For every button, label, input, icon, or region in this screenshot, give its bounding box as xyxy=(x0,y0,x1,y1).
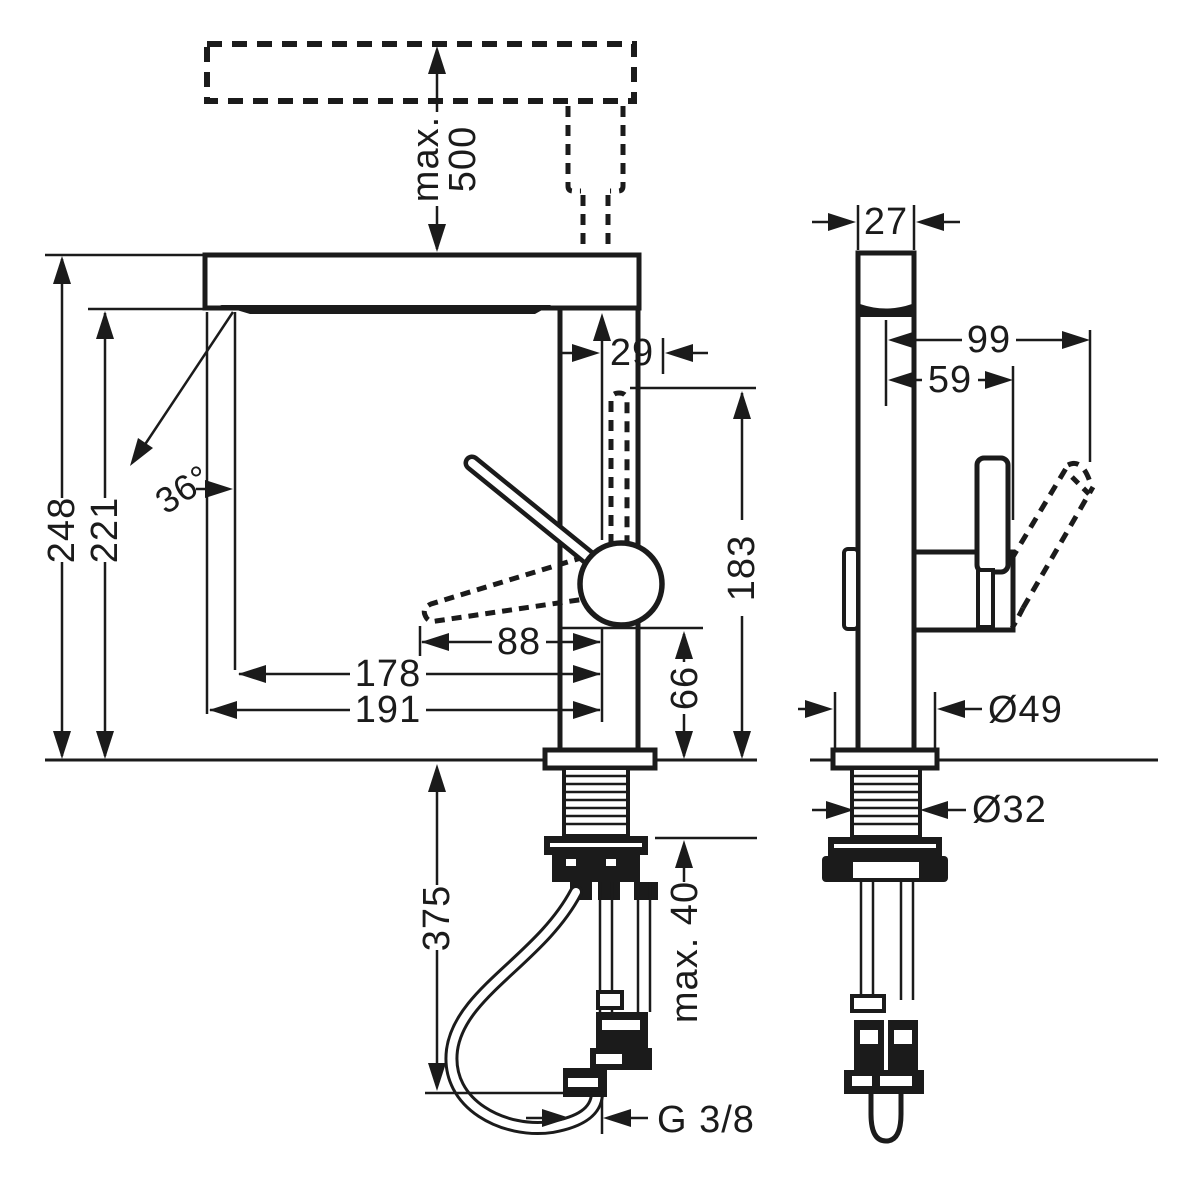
side-view: 27 99 59 Ø49 xyxy=(798,201,1158,1144)
aerator-reach-label: 178 xyxy=(355,653,421,695)
hose-clip xyxy=(596,990,624,1010)
handle-lever xyxy=(463,454,603,571)
faucet-body xyxy=(557,305,641,753)
handle-height-label: 183 xyxy=(721,535,763,601)
dim-reach-group: 88 178 191 xyxy=(205,312,601,731)
faucet-spout xyxy=(202,252,642,314)
reach-front-label: 59 xyxy=(928,359,972,401)
thread-label: G 3/8 xyxy=(657,1099,755,1141)
dim-total-height: 248 xyxy=(41,253,203,759)
dim-counter-thickness: max. 40 xyxy=(655,836,757,1023)
dim-max-pullout: max. 500 xyxy=(405,46,484,252)
side-handle-dashed xyxy=(1008,460,1096,630)
mounting-hardware-front xyxy=(542,747,658,900)
shank-diameter-label: Ø32 xyxy=(972,789,1047,831)
side-handle xyxy=(911,455,1016,633)
spout-handle-offset-label: 29 xyxy=(610,332,654,374)
front-view: max. 500 xyxy=(41,41,763,1141)
total-height-label: 248 xyxy=(41,497,83,563)
side-clip xyxy=(842,547,860,631)
max-pullout-label: max. xyxy=(405,116,447,202)
hose-length-label: 375 xyxy=(416,885,458,951)
dim-reach-back: 99 xyxy=(884,319,1092,462)
dim-spout-height: 221 xyxy=(84,307,240,759)
handle-reach-label: 88 xyxy=(497,621,541,663)
dim-aerator-height: 66 xyxy=(560,626,706,759)
dim-reach-front: 59 xyxy=(888,359,1015,520)
aerator-slot xyxy=(220,305,551,314)
reach-back-label: 99 xyxy=(967,319,1011,361)
dim-depth: 27 xyxy=(812,201,960,250)
bottom-hook xyxy=(868,1094,904,1144)
dim-base-diameter: Ø49 xyxy=(798,689,1063,751)
hoses-front xyxy=(444,882,652,1135)
depth-label: 27 xyxy=(864,201,908,243)
spout-height-label: 221 xyxy=(84,497,126,563)
aerator-height-label: 66 xyxy=(664,666,706,710)
dim-thread: G 3/8 xyxy=(526,1097,755,1141)
total-reach-label: 191 xyxy=(355,689,421,731)
counter-thickness-label: max. 40 xyxy=(664,881,706,1023)
max-pullout-value: 500 xyxy=(442,126,484,192)
side-spout-outlet xyxy=(860,304,912,317)
base-diameter-label: Ø49 xyxy=(988,689,1063,731)
dim-spout-handle-offset: 29 xyxy=(559,313,708,722)
mounting-hardware-side xyxy=(822,747,948,1144)
handle-pivot xyxy=(577,540,665,628)
dim-shank-diameter: Ø32 xyxy=(812,789,1047,831)
handle-dashed-positions xyxy=(421,390,630,624)
dim-hose-length: 375 xyxy=(416,764,605,1095)
pullout-range-dashed xyxy=(204,41,637,250)
dim-swivel-angle: 36° xyxy=(130,311,237,670)
dim-handle-height: 183 xyxy=(630,386,763,759)
